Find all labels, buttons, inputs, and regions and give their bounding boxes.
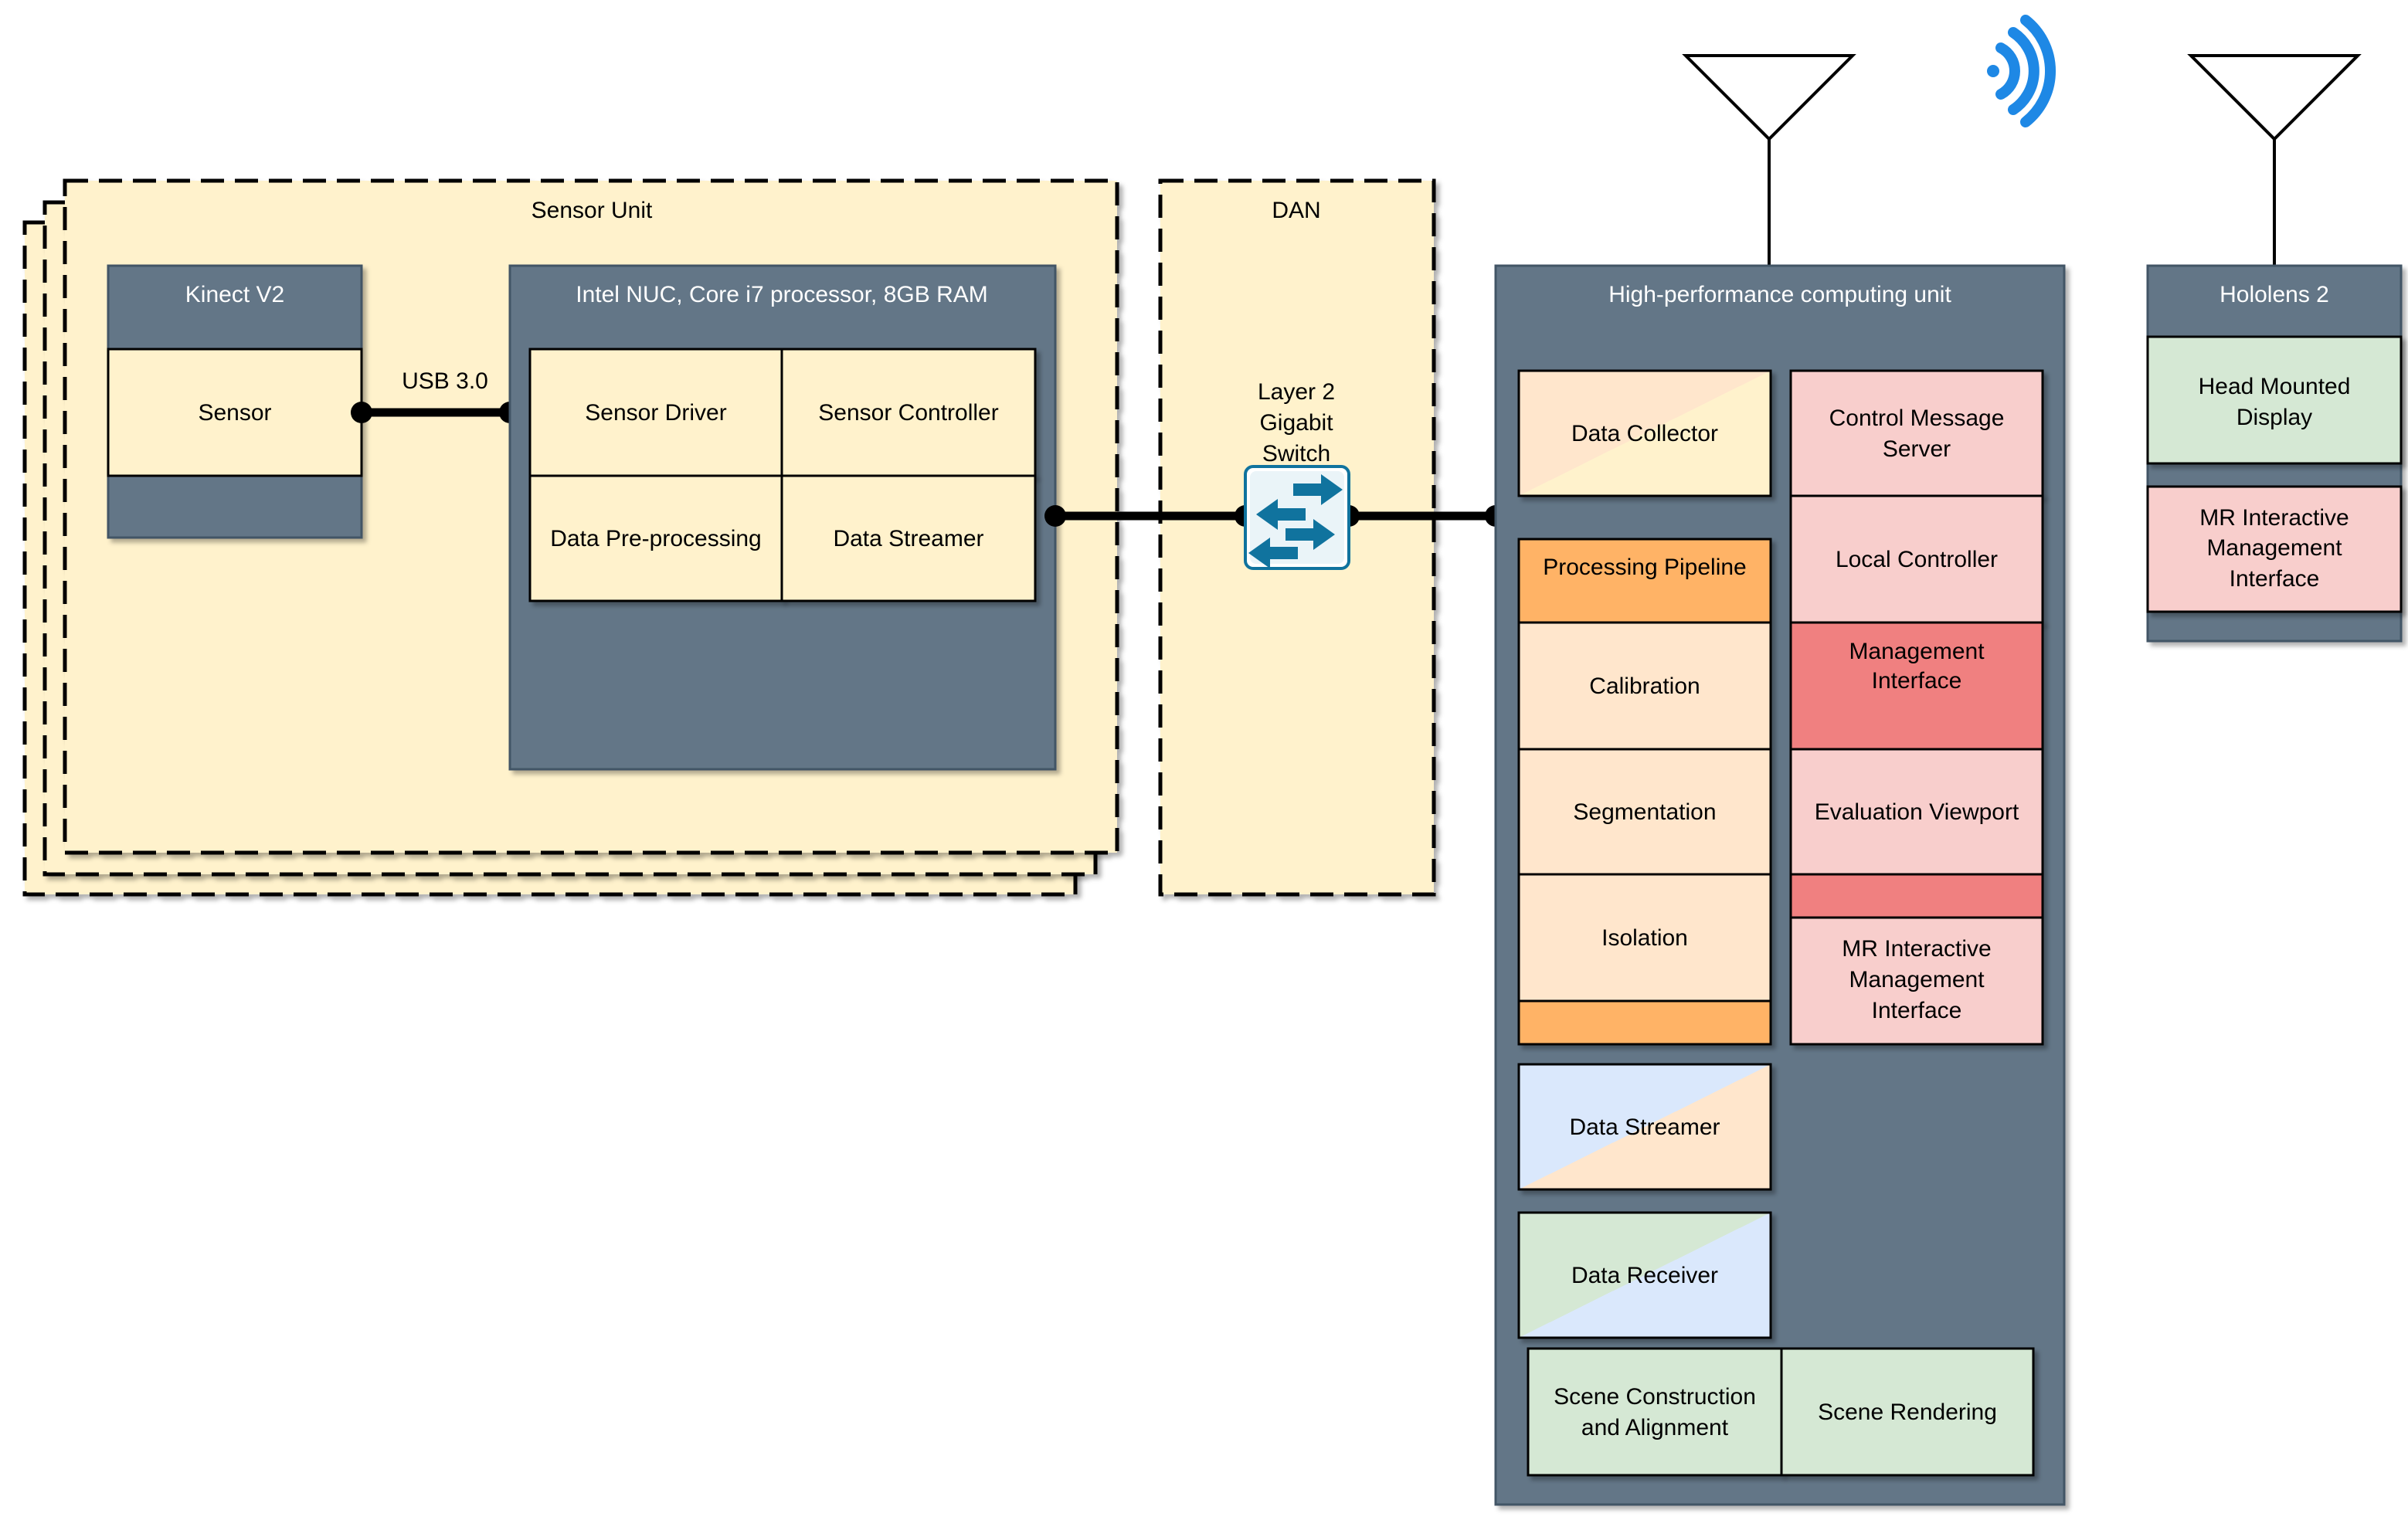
scene-rendering-label: Scene Rendering: [1818, 1400, 1997, 1425]
hpc-data-streamer-label: Data Streamer: [1569, 1115, 1720, 1140]
usb-endpoint-left: [351, 402, 372, 423]
local-controller-label: Local Controller: [1836, 547, 1998, 572]
control-message-server-line-2: Server: [1883, 436, 1951, 462]
scene-construction-line-1: Scene Construction: [1554, 1384, 1756, 1410]
sensor-unit-group: Sensor Unit Kinect V2 Sensor USB 3.0 Int…: [22, 178, 1119, 897]
scene-rendering-box[interactable]: [1780, 1347, 2035, 1477]
management-interface-line-2: Interface: [1872, 668, 1962, 694]
switch-label-line-1: Layer 2: [1258, 379, 1335, 405]
segmentation-box[interactable]: [1517, 748, 1772, 876]
network-switch-icon[interactable]: [1244, 465, 1350, 570]
usb-label: USB 3.0: [402, 368, 488, 394]
scene-construction-line-2: and Alignment: [1581, 1415, 1729, 1440]
sensor-unit-title: Sensor Unit: [532, 198, 653, 223]
sensor-driver-label: Sensor Driver: [585, 400, 726, 426]
hololens-antenna-icon: [2187, 54, 2362, 266]
data-receiver-box[interactable]: [1517, 1211, 1772, 1339]
control-message-server-line-1: Control Message: [1829, 405, 2005, 431]
isolation-label: Isolation: [1601, 925, 1688, 951]
switch-label-line-3: Switch: [1262, 441, 1330, 467]
nuc-title: Intel NUC, Core i7 processor, 8GB RAM: [576, 282, 988, 307]
nuc-link-endpoint: [1044, 505, 1066, 527]
data-collector-label: Data Collector: [1571, 421, 1718, 446]
data-preprocessing-box[interactable]: [528, 474, 783, 602]
dan-title: DAN: [1272, 198, 1320, 223]
hololens-mr-interface-line-3: Interface: [2230, 566, 2320, 592]
switch-label-line-2: Gigabit: [1259, 410, 1333, 436]
local-controller-box[interactable]: [1789, 494, 2044, 624]
scene-construction-box[interactable]: [1527, 1347, 1783, 1477]
calibration-label: Calibration: [1589, 673, 1700, 699]
kinect-title: Kinect V2: [185, 282, 284, 307]
hpc-title: High-performance computing unit: [1608, 282, 1951, 307]
management-interface-line-1: Management: [1849, 639, 1985, 664]
data-receiver-label: Data Receiver: [1571, 1263, 1718, 1288]
hololens-mr-interface-box[interactable]: [2146, 485, 2403, 613]
evaluation-viewport-label: Evaluation Viewport: [1815, 799, 2019, 825]
sensor-controller-label: Sensor Controller: [818, 400, 998, 426]
hpc-mr-interface-line-3: Interface: [1872, 998, 1962, 1023]
wifi-icon: [1987, 15, 2056, 127]
sensor-driver-box[interactable]: [528, 348, 783, 477]
hpc-mr-interface-line-2: Management: [1849, 967, 1985, 992]
nuc-data-streamer-box[interactable]: [780, 474, 1037, 602]
data-preprocessing-label: Data Pre-processing: [550, 526, 761, 551]
sensor-controller-box[interactable]: [780, 348, 1037, 477]
nuc-data-streamer-label: Data Streamer: [833, 526, 983, 551]
hololens-title: Hololens 2: [2220, 282, 2329, 307]
hmd-line-2: Display: [2236, 405, 2312, 430]
data-collector-box[interactable]: [1517, 369, 1772, 497]
hololens-mr-interface-line-2: Management: [2206, 535, 2342, 561]
hpc-mr-interface-box[interactable]: [1789, 916, 2044, 1046]
hpc-mr-interface-line-1: MR Interactive: [1842, 936, 1991, 962]
evaluation-viewport-box[interactable]: [1789, 748, 2044, 876]
calibration-box[interactable]: [1517, 621, 1772, 751]
processing-pipeline-title: Processing Pipeline: [1543, 555, 1746, 580]
hpc-group: High-performance computing unit Data Col…: [1494, 54, 2066, 1506]
hmd-line-1: Head Mounted: [2199, 374, 2351, 399]
isolation-box[interactable]: [1517, 873, 1772, 1003]
hmd-box[interactable]: [2146, 335, 2403, 465]
kinect-sensor-label: Sensor: [198, 400, 271, 426]
hpc-data-streamer-box[interactable]: [1517, 1063, 1772, 1191]
kinect-sensor-box[interactable]: [107, 348, 363, 477]
segmentation-label: Segmentation: [1573, 799, 1716, 825]
hololens-group: Hololens 2 Head Mounted Display MR Inter…: [2146, 54, 2403, 643]
control-message-server-box[interactable]: [1789, 369, 2044, 497]
hpc-antenna-icon: [1682, 54, 1856, 266]
hololens-mr-interface-line-1: MR Interactive: [2199, 505, 2349, 531]
